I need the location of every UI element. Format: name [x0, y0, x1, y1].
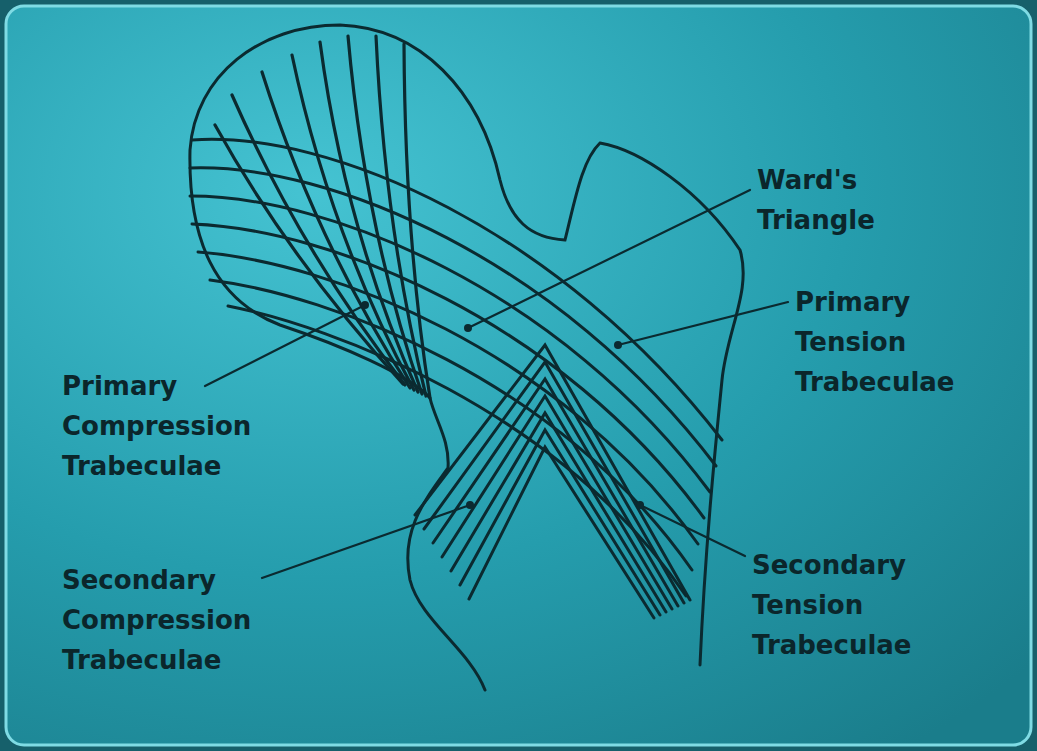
leader-line — [640, 505, 745, 556]
trabecula-line — [451, 413, 666, 612]
trabecula-line — [469, 447, 654, 618]
leader-dots — [361, 301, 644, 509]
part-label: Secondary Compression Trabeculae — [62, 560, 251, 680]
background-panel — [6, 6, 1031, 745]
part-label: Ward's Triangle — [757, 160, 875, 240]
leader-dot — [361, 301, 369, 309]
secondary-trabeculae — [415, 345, 690, 618]
trabecula-line — [228, 306, 686, 596]
leader-line — [618, 302, 788, 345]
trabecula-line — [190, 196, 710, 492]
tension-trabeculae — [190, 139, 722, 596]
trabecula-line — [424, 362, 684, 603]
leader-dot — [614, 341, 622, 349]
leader-lines — [205, 190, 788, 578]
leader-dot — [636, 501, 644, 509]
part-label: Primary Tension Trabeculae — [795, 282, 955, 402]
femur-outline — [190, 25, 743, 690]
leader-dot — [464, 324, 472, 332]
part-label: Primary Compression Trabeculae — [62, 366, 251, 486]
part-label: Secondary Tension Trabeculae — [752, 545, 912, 665]
trabecula-line — [210, 280, 692, 570]
leader-line — [262, 505, 470, 578]
leader-line — [468, 190, 750, 328]
leader-dot — [466, 501, 474, 509]
leader-line — [205, 305, 365, 386]
trabecula-line — [460, 430, 660, 615]
